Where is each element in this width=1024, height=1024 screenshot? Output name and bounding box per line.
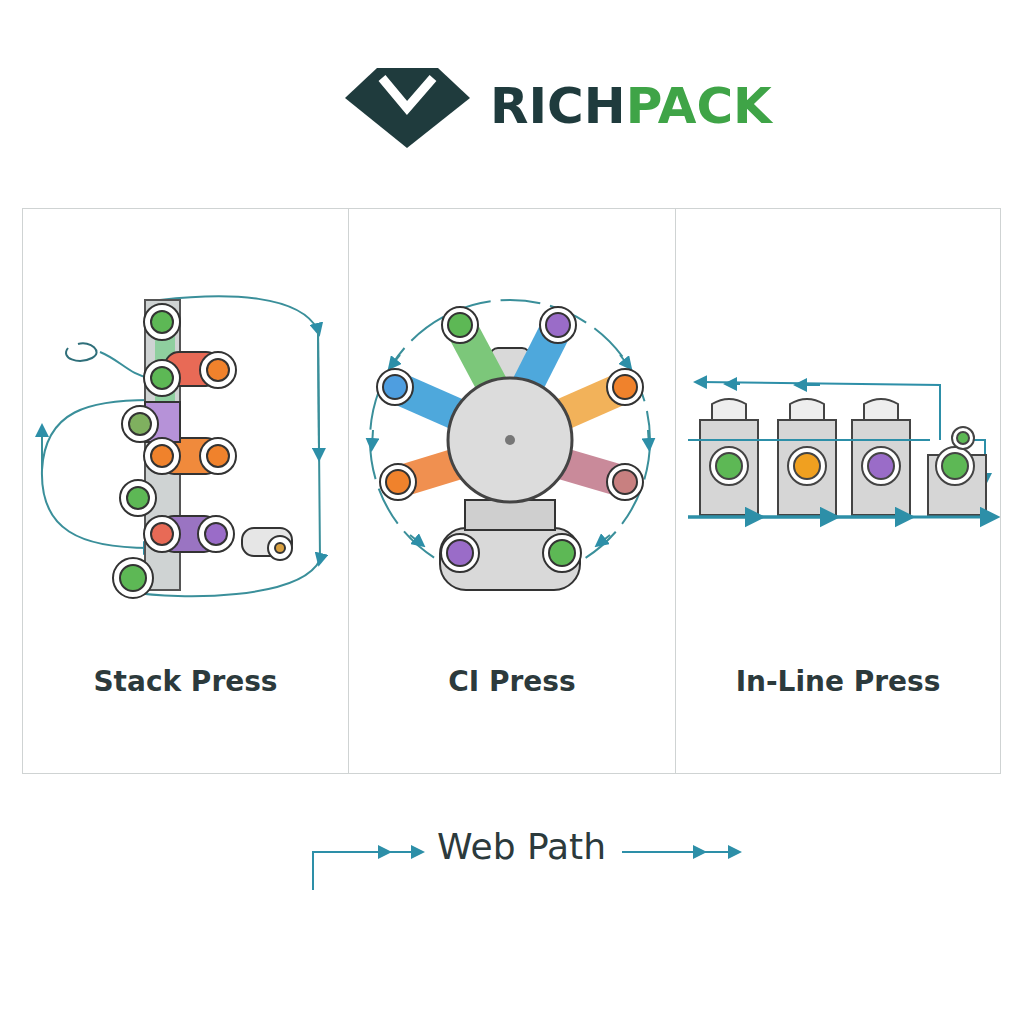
legend-label: Web Path (437, 826, 606, 867)
press-panel: CI Press (348, 208, 676, 774)
logo-text: PACK (626, 76, 772, 136)
press-label: In-Line Press (676, 665, 1000, 698)
press-label: CI Press (349, 665, 675, 698)
logo-icon (345, 68, 470, 148)
press-panel: Stack Press (22, 208, 349, 774)
logo-text: RICH (490, 76, 626, 136)
press-panel: In-Line Press (675, 208, 1001, 774)
in-line-press-drawing (688, 382, 990, 517)
press-label: Stack Press (23, 665, 348, 698)
ci-press-drawing (370, 300, 650, 590)
stack-press-drawing (42, 296, 320, 598)
